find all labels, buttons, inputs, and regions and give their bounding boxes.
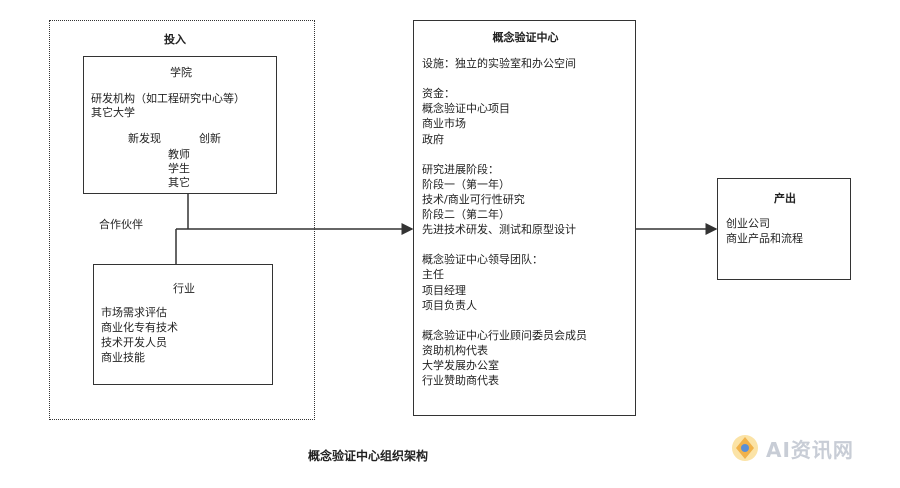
flow-from-label: 新发现 xyxy=(128,132,161,145)
partner-label: 合作伙伴 xyxy=(99,218,143,231)
center-line: 先进技术研发、测试和原型设计 xyxy=(422,223,576,237)
industry-line: 商业化专有技术 xyxy=(101,321,178,334)
center-line: 大学发展办公室 xyxy=(422,359,499,372)
center-line: 研究进展阶段： xyxy=(422,162,499,176)
center-box: 概念验证中心 设施：独立的实验室和办公空间资金：概念验证中心项目商业市场政府研究… xyxy=(413,20,636,416)
center-title: 概念验证中心 xyxy=(492,31,559,44)
output-line: 创业公司 xyxy=(726,217,770,230)
center-line: 项目负责人 xyxy=(422,298,477,312)
center-line: 阶段一（第一年） xyxy=(422,177,510,191)
academy-person: 学生 xyxy=(168,162,190,175)
center-line: 政府 xyxy=(422,132,444,146)
output-line: 商业产品和流程 xyxy=(726,232,803,245)
center-line: 设施：独立的实验室和办公空间 xyxy=(422,57,576,70)
center-line: 商业市场 xyxy=(422,117,466,131)
industry-box: 行业 市场需求评估 商业化专有技术 技术开发人员 商业技能 xyxy=(93,264,273,385)
center-line: 概念验证中心领导团队： xyxy=(422,253,543,267)
academy-person: 教师 xyxy=(168,148,190,161)
output-title: 产出 xyxy=(774,192,796,205)
input-title: 投入 xyxy=(164,33,186,46)
academy-line: 其它大学 xyxy=(91,106,135,119)
center-line: 行业赞助商代表 xyxy=(422,374,499,388)
center-line: 主任 xyxy=(422,268,444,282)
watermark-text: AI资讯网 xyxy=(766,438,854,462)
center-line: 技术/商业可行性研究 xyxy=(422,192,525,206)
academy-box: 学院 研发机构（如工程研究中心等） 其它大学 新发现 创新 教师 学生 其它 xyxy=(83,56,277,194)
academy-title: 学院 xyxy=(170,66,192,79)
output-box: 产出 创业公司 商业产品和流程 xyxy=(717,178,851,280)
center-line: 概念验证中心行业顾问委员会成员 xyxy=(422,328,587,342)
input-container xyxy=(49,20,315,420)
watermark-logo: AI资讯网 xyxy=(730,430,880,466)
watermark-emblem-icon xyxy=(732,435,758,461)
diagram-caption: 概念验证中心组织架构 xyxy=(308,449,429,463)
center-line: 阶段二（第二年） xyxy=(422,208,510,221)
center-line: 资助机构代表 xyxy=(422,343,488,357)
center-line: 资金： xyxy=(422,87,455,101)
academy-person: 其它 xyxy=(168,176,190,189)
center-line: 概念验证中心项目 xyxy=(422,102,510,116)
industry-line: 商业技能 xyxy=(101,351,145,364)
flow-to-label: 创新 xyxy=(199,132,221,145)
industry-line: 技术开发人员 xyxy=(101,336,167,349)
industry-line: 市场需求评估 xyxy=(101,306,167,319)
academy-line: 研发机构（如工程研究中心等） xyxy=(91,92,245,105)
center-line: 项目经理 xyxy=(422,283,466,297)
industry-title: 行业 xyxy=(173,282,195,295)
